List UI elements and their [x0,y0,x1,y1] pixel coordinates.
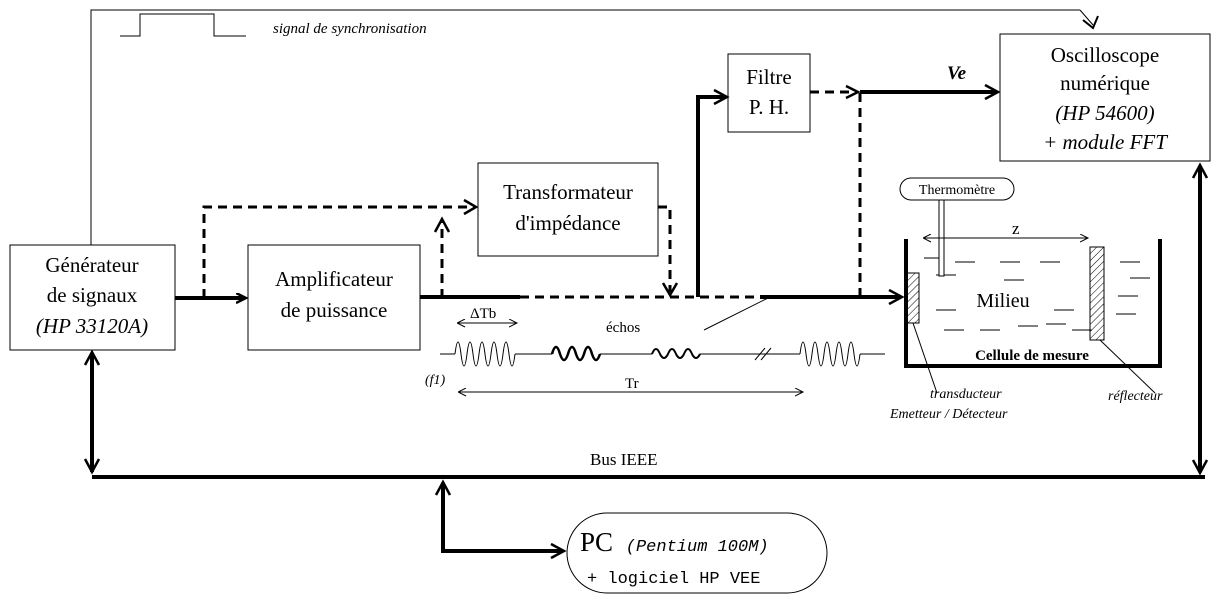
reflector-label: réflecteur [1108,389,1163,404]
medium-label: Milieu [976,290,1029,312]
transducer-element [904,272,920,324]
bus-to-pc-link [441,483,562,553]
tr-label: Tr [625,376,639,392]
generator-subtitle: de signaux [47,283,138,307]
echoes-label: échos [606,320,640,336]
signal-generator-box [9,244,176,351]
oscilloscope-model: (HP 54600) [1055,101,1154,125]
bus-label: Bus IEEE [590,450,658,469]
thermometer-label: Thermomètre [919,183,995,198]
filter-title: Filtre [746,65,792,89]
filter-subtitle: P. H. [749,95,789,119]
generator-to-transformer-dashed [202,205,475,298]
transducer-leader [912,322,938,394]
f1-label: (f1) [425,373,446,388]
transformer-to-line-dashed [658,205,672,292]
impedance-transformer-box [477,162,659,257]
cell-label: Cellule de mesure [975,348,1089,364]
line-to-filter-arrow [696,95,724,297]
thermometer-box [899,177,1015,201]
z-label: z [1012,219,1020,238]
oscilloscope-module: + module FFT [1043,130,1168,154]
amplifier-subtitle: de puissance [281,298,388,322]
generator-title: Générateur [45,253,138,277]
liquid-surface [924,257,1150,331]
reflector-leader [1099,339,1156,394]
oscilloscope-box [999,33,1211,162]
pc-title: PC (Pentium 100M) [580,527,769,557]
pulse-waveform [440,341,885,367]
sync-label: signal de synchronisation [273,21,427,37]
sync-pulse-icon [120,13,246,37]
power-amplifier-box [247,244,421,351]
transformer-subtitle: d'impédance [515,211,620,235]
transformer-title: Transformateur [503,180,633,204]
reflector-element [1089,246,1105,341]
oscilloscope-title: Oscilloscope [1051,43,1159,67]
high-pass-filter-box [727,53,811,133]
amplifier-title: Amplificateur [275,267,393,291]
oscilloscope-subtitle: numérique [1060,71,1150,95]
pc-box [566,512,828,594]
pc-model: (Pentium 100M) [626,538,769,557]
pc-label: PC [580,527,613,557]
emitter-detector-label: Emetteur / Détecteur [889,407,1008,422]
ve-label: Ve [947,63,967,84]
sync-signal-line [90,9,1099,245]
pc-software: + logiciel HP VEE [587,570,760,589]
transducer-label: transducteur [930,387,1002,402]
generator-model: (HP 33120A) [36,314,148,338]
delta-tb-label: ΔTb [470,306,496,322]
echoes-leader [703,297,769,331]
